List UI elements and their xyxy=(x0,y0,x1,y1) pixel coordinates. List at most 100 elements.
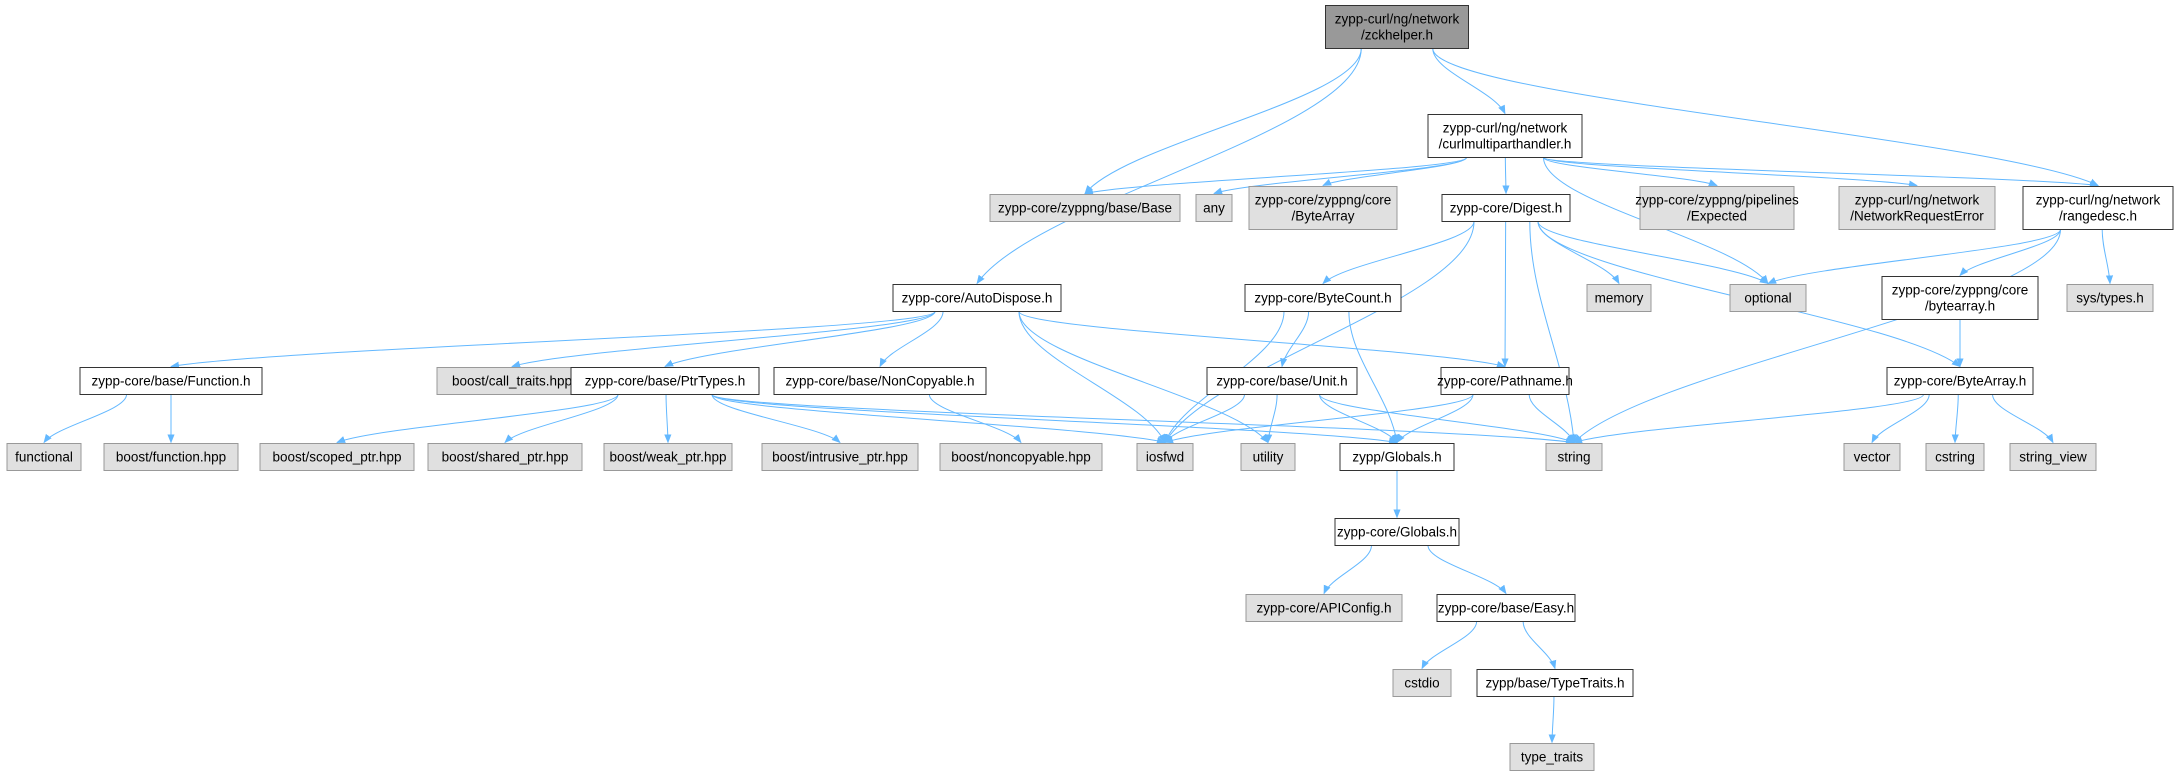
node-pathname[interactable]: zypp-core/Pathname.h xyxy=(1437,367,1573,395)
edge-typetraits_h-to-type_traits xyxy=(1548,696,1556,744)
node-label: boost/function.hpp xyxy=(116,450,226,465)
node-label: type_traits xyxy=(1521,750,1584,765)
node-box xyxy=(427,443,583,471)
node-boostnoncopy: boost/noncopyable.hpp xyxy=(939,443,1103,471)
node-box xyxy=(1427,114,1583,158)
edge-pathname-to-string xyxy=(1528,394,1575,444)
node-label: /zckhelper.h xyxy=(1361,28,1433,43)
node-box xyxy=(1436,594,1576,622)
node-label: any xyxy=(1203,201,1225,216)
node-label: string_view xyxy=(2019,450,2087,465)
node-intrusive: boost/intrusive_ptr.hpp xyxy=(761,443,919,471)
edge-digest-to-string xyxy=(1529,221,1577,444)
node-box xyxy=(1392,669,1452,697)
node-label: /ByteArray xyxy=(1291,209,1354,224)
node-type_traits: type_traits xyxy=(1509,743,1595,771)
edge-digest-to-optional xyxy=(1537,221,1769,284)
node-box xyxy=(1248,186,1398,230)
edge-coreglobals-to-easy xyxy=(1427,545,1507,595)
node-label: zypp-core/ByteCount.h xyxy=(1254,291,1391,306)
node-calltraits: boost/call_traits.hpp xyxy=(436,367,588,395)
node-function[interactable]: zypp-core/base/Function.h xyxy=(79,367,263,395)
edge-ptrtypes-to-string xyxy=(711,394,1575,446)
node-label: boost/shared_ptr.hpp xyxy=(442,450,569,465)
node-autodispose[interactable]: zypp-core/AutoDispose.h xyxy=(892,284,1062,312)
node-typetraits_h[interactable]: zypp/base/TypeTraits.h xyxy=(1476,669,1634,697)
node-expected: zypp-core/zyppng/pipelines/Expected xyxy=(1635,186,1799,230)
node-box xyxy=(603,443,733,471)
node-label: zypp-curl/ng/network xyxy=(2036,193,2161,208)
edge-easy-to-cstdio xyxy=(1421,621,1478,670)
node-bytearray_h[interactable]: zypp-core/zyppng/core/bytearray.h xyxy=(1881,276,2039,320)
node-easy[interactable]: zypp-core/base/Easy.h xyxy=(1436,594,1576,622)
node-systypes: sys/types.h xyxy=(2066,284,2154,312)
node-unit[interactable]: zypp-core/base/Unit.h xyxy=(1206,367,1358,395)
nodes-layer: zypp-curl/ng/network/zckhelper.hzypp-cur… xyxy=(6,5,2174,771)
node-box xyxy=(1476,669,1634,697)
node-bytearray[interactable]: zypp-core/ByteArray.h xyxy=(1886,367,2034,395)
node-box xyxy=(1245,594,1403,622)
node-label: boost/intrusive_ptr.hpp xyxy=(772,450,908,465)
edge-digest-to-bytecount xyxy=(1322,221,1475,285)
node-weak: boost/weak_ptr.hpp xyxy=(603,443,733,471)
edge-root-to-autodispose xyxy=(976,48,1362,285)
node-coreglobals[interactable]: zypp-core/Globals.h xyxy=(1334,518,1460,546)
node-box xyxy=(2009,443,2097,471)
node-box xyxy=(103,443,239,471)
edge-unit-to-string xyxy=(1319,394,1575,443)
node-ptrtypes[interactable]: zypp-core/base/PtrTypes.h xyxy=(570,367,760,395)
node-cmh[interactable]: zypp-curl/ng/network/curlmultiparthandle… xyxy=(1427,114,1583,158)
node-box xyxy=(939,443,1103,471)
node-label: zypp-core/base/Easy.h xyxy=(1438,601,1574,616)
node-nre: zypp-curl/ng/network/NetworkRequestError xyxy=(1838,186,1996,230)
node-digest[interactable]: zypp-core/Digest.h xyxy=(1441,194,1571,222)
node-box xyxy=(1509,743,1595,771)
node-label: zypp/Globals.h xyxy=(1352,450,1441,465)
node-label: zypp-core/Globals.h xyxy=(1337,525,1457,540)
node-zyppglobals[interactable]: zypp/Globals.h xyxy=(1339,443,1455,471)
edge-rangedesc-to-bytearray_h xyxy=(1959,229,2061,277)
node-label: boost/weak_ptr.hpp xyxy=(609,450,726,465)
node-label: boost/noncopyable.hpp xyxy=(951,450,1091,465)
node-label: zypp-core/ByteArray.h xyxy=(1894,374,2027,389)
node-string: string xyxy=(1545,443,1603,471)
node-label: string xyxy=(1557,450,1590,465)
edge-unit-to-zyppglobals xyxy=(1319,394,1398,444)
node-boostfunction: boost/function.hpp xyxy=(103,443,239,471)
node-label: zypp-core/base/NonCopyable.h xyxy=(785,374,974,389)
edge-rangedesc-to-string xyxy=(1573,229,2061,444)
edge-ptrtypes-to-scoped xyxy=(336,394,619,443)
node-box xyxy=(1206,367,1358,395)
node-root[interactable]: zypp-curl/ng/network/zckhelper.h xyxy=(1325,5,1469,49)
node-label: cstring xyxy=(1935,450,1975,465)
node-box xyxy=(1440,367,1570,395)
node-label: utility xyxy=(1253,450,1284,465)
edge-coreglobals-to-apiconfig xyxy=(1323,545,1372,595)
edge-root-to-cmh xyxy=(1432,48,1506,115)
node-box xyxy=(1195,194,1233,222)
node-label: /NetworkRequestError xyxy=(1850,209,1984,224)
edge-digest-to-pathname xyxy=(1501,221,1509,368)
edge-bytearray-to-stringview xyxy=(1992,394,2054,444)
node-label: iosfwd xyxy=(1146,450,1184,465)
node-label: zypp-core/APIConfig.h xyxy=(1256,601,1391,616)
edge-autodispose-to-pathname xyxy=(1018,311,1506,368)
edge-autodispose-to-calltraits xyxy=(511,311,936,368)
node-bytecount[interactable]: zypp-core/ByteCount.h xyxy=(1244,284,1402,312)
node-label: zypp-core/Digest.h xyxy=(1450,201,1563,216)
node-box xyxy=(1843,443,1901,471)
edge-digest-to-iosfwd xyxy=(1164,221,1475,444)
node-rangedesc[interactable]: zypp-curl/ng/network/rangedesc.h xyxy=(2022,186,2174,230)
node-box xyxy=(1639,186,1795,230)
node-box xyxy=(1441,194,1571,222)
edge-autodispose-to-noncopyable xyxy=(879,311,944,368)
node-label: zypp-core/Pathname.h xyxy=(1437,374,1573,389)
edge-rangedesc-to-optional xyxy=(1767,229,2061,284)
node-label: zypp-core/base/Function.h xyxy=(91,374,250,389)
node-box xyxy=(1925,443,1985,471)
node-label: zypp/base/TypeTraits.h xyxy=(1485,676,1624,691)
node-label: zypp-core/zyppng/base/Base xyxy=(998,201,1172,216)
node-noncopyable[interactable]: zypp-core/base/NonCopyable.h xyxy=(773,367,987,395)
node-box xyxy=(2022,186,2174,230)
